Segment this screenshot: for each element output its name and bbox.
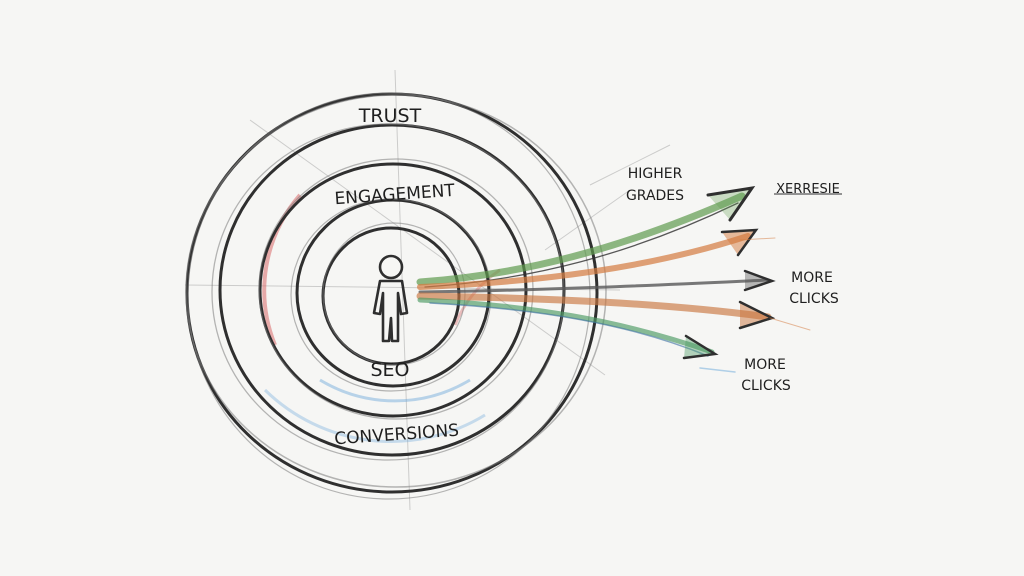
green-arrow-head [706, 185, 756, 222]
blue-accent-arc-outer [263, 388, 486, 443]
arrow-leader-line [544, 189, 631, 251]
label-clicks-2: CLICKS [741, 378, 791, 394]
label-trust: TRUST [358, 105, 422, 127]
blue-lower-arrow-trace [429, 302, 709, 357]
target-rings [185, 92, 607, 500]
outer-ring [185, 92, 599, 494]
green-lower-arrow-head [682, 334, 719, 360]
label-leader-line [589, 144, 671, 186]
arrows [416, 185, 811, 373]
sketch-stroke [769, 317, 811, 331]
orange-lower-arrow-shaft [416, 292, 772, 321]
label-engagement: ENGAGEMENT [334, 181, 456, 209]
fourth-ring [295, 198, 491, 388]
second-ring-sketch [211, 123, 565, 461]
label-clicks-1: CLICKS [789, 291, 839, 307]
orange-arrow-head [720, 228, 759, 257]
label-grades: GRADES [626, 188, 684, 204]
sketch-stroke [699, 367, 736, 373]
outer-ring-sketch [185, 94, 607, 488]
diagonal-guide-line [249, 119, 606, 376]
gray-arrow-shaft [418, 278, 770, 294]
label-seo: SEO [370, 359, 409, 381]
label-more-1: MORE [791, 270, 833, 286]
sketch-stroke [739, 237, 776, 241]
label-more-2: MORE [744, 357, 786, 373]
label-higher: HIGHER [628, 166, 683, 182]
orange-lower-arrow-head [738, 300, 776, 330]
green-arrow-shaft [416, 192, 746, 286]
outer-ring-sketch-2 [187, 92, 591, 500]
green-lower-arrow-shaft [417, 297, 715, 355]
gray-arrow-head [743, 269, 776, 292]
label-conversions: CONVERSIONS [334, 421, 460, 450]
blue-accent-arc [319, 378, 471, 403]
person-icon [372, 254, 409, 343]
orange-arrow-shaft [417, 233, 751, 290]
label-xerresie: XERRESIE [776, 182, 840, 197]
